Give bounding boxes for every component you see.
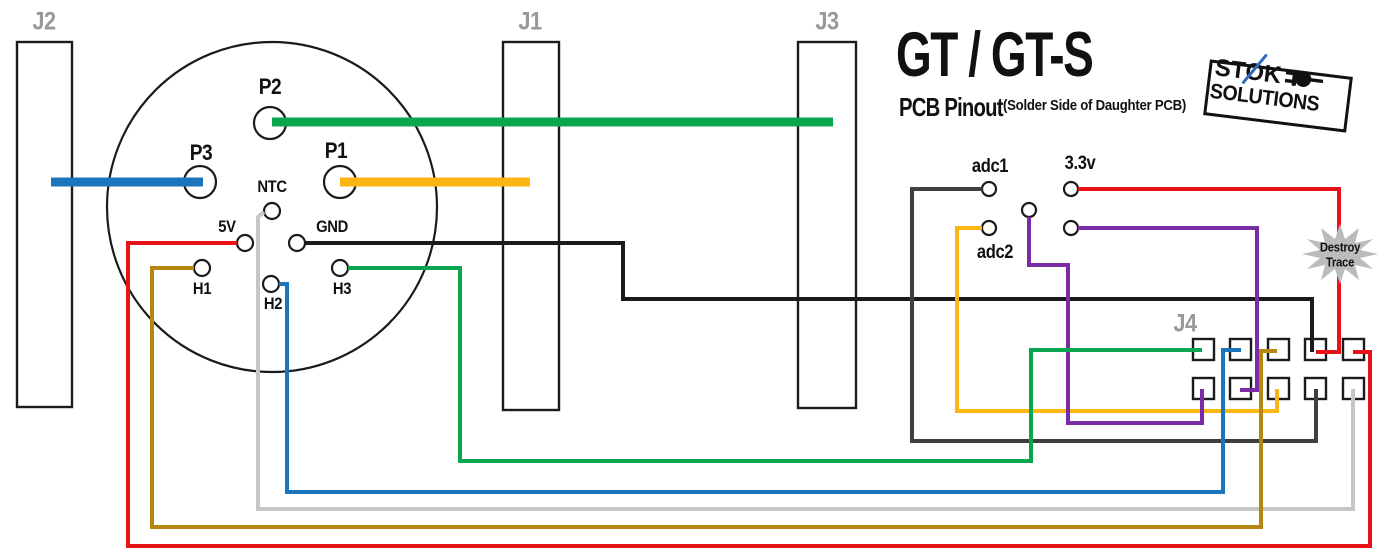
connector-j1-body bbox=[501, 40, 561, 412]
label-gnd: GND bbox=[316, 217, 348, 236]
destroy-trace-starburst bbox=[1302, 224, 1378, 284]
round-connector-outline bbox=[105, 40, 439, 374]
label-j2: J2 bbox=[32, 7, 56, 36]
wire-h2-blue bbox=[279, 282, 1241, 494]
label-ntc: NTC bbox=[257, 177, 287, 196]
pin-h2 bbox=[261, 274, 281, 294]
pin-circles bbox=[182, 105, 1080, 294]
pin-adc2 bbox=[980, 219, 998, 237]
label-p1: P1 bbox=[324, 138, 348, 163]
pin-3v3-row2 bbox=[1062, 219, 1080, 237]
pin-5v bbox=[235, 233, 255, 253]
wire-5v-red bbox=[126, 241, 1372, 548]
label-p3: P3 bbox=[189, 140, 213, 165]
wire-adc1-darkgray bbox=[910, 187, 1318, 443]
label-3v3: 3.3v bbox=[1064, 153, 1096, 174]
pin-gnd bbox=[287, 233, 307, 253]
j4-pad-top-5 bbox=[1341, 337, 1366, 362]
logo-st: ST bbox=[1213, 54, 1248, 85]
j4-pad-top-4 bbox=[1303, 337, 1328, 362]
wire-gnd-black bbox=[305, 241, 1314, 352]
logo-o: O bbox=[1240, 53, 1268, 88]
label-h3: H3 bbox=[332, 279, 352, 298]
pin-middle bbox=[1020, 201, 1038, 219]
destroy-trace-line2: Trace bbox=[1325, 254, 1355, 270]
label-h2: H2 bbox=[263, 294, 283, 313]
power-plug-icon bbox=[1284, 69, 1324, 87]
label-adc2: adc2 bbox=[976, 242, 1014, 263]
wire-ntc-lightgray bbox=[256, 210, 1355, 511]
pin-h3 bbox=[330, 258, 350, 278]
thin-wires bbox=[126, 187, 1372, 548]
label-p2: P2 bbox=[258, 74, 282, 99]
pin-ntc bbox=[262, 201, 282, 221]
destroy-trace-line1: Destroy bbox=[1319, 239, 1361, 255]
connector-j3-body bbox=[796, 40, 858, 410]
wire-purple-a bbox=[1027, 217, 1204, 425]
pin-3v3 bbox=[1062, 180, 1080, 198]
page-subtitle-note: (Solder Side of Daughter PCB) bbox=[1003, 97, 1187, 114]
page-title: GT / GT-S bbox=[896, 20, 1094, 90]
page-subtitle: PCB Pinout bbox=[899, 92, 1004, 122]
label-adc1: adc1 bbox=[971, 156, 1009, 177]
connector-j2-body bbox=[15, 40, 74, 409]
wire-h1-gold bbox=[150, 266, 1277, 529]
label-j3: J3 bbox=[815, 7, 839, 36]
label-h1: H1 bbox=[192, 279, 212, 298]
label-5v: 5V bbox=[218, 217, 236, 236]
pin-adc1 bbox=[980, 180, 998, 198]
wire-adc2-yellow bbox=[955, 226, 1279, 413]
label-j4: J4 bbox=[1173, 309, 1197, 338]
label-j1: J1 bbox=[518, 7, 542, 36]
pin-h1 bbox=[192, 258, 212, 278]
wire-3v3-red bbox=[1078, 187, 1341, 354]
logo-k: K bbox=[1262, 60, 1283, 90]
thick-wires bbox=[51, 117, 833, 187]
logo-o-letter: O bbox=[1243, 57, 1266, 88]
wire-purple-b bbox=[1078, 226, 1259, 392]
wire-h3-green bbox=[348, 266, 1202, 463]
